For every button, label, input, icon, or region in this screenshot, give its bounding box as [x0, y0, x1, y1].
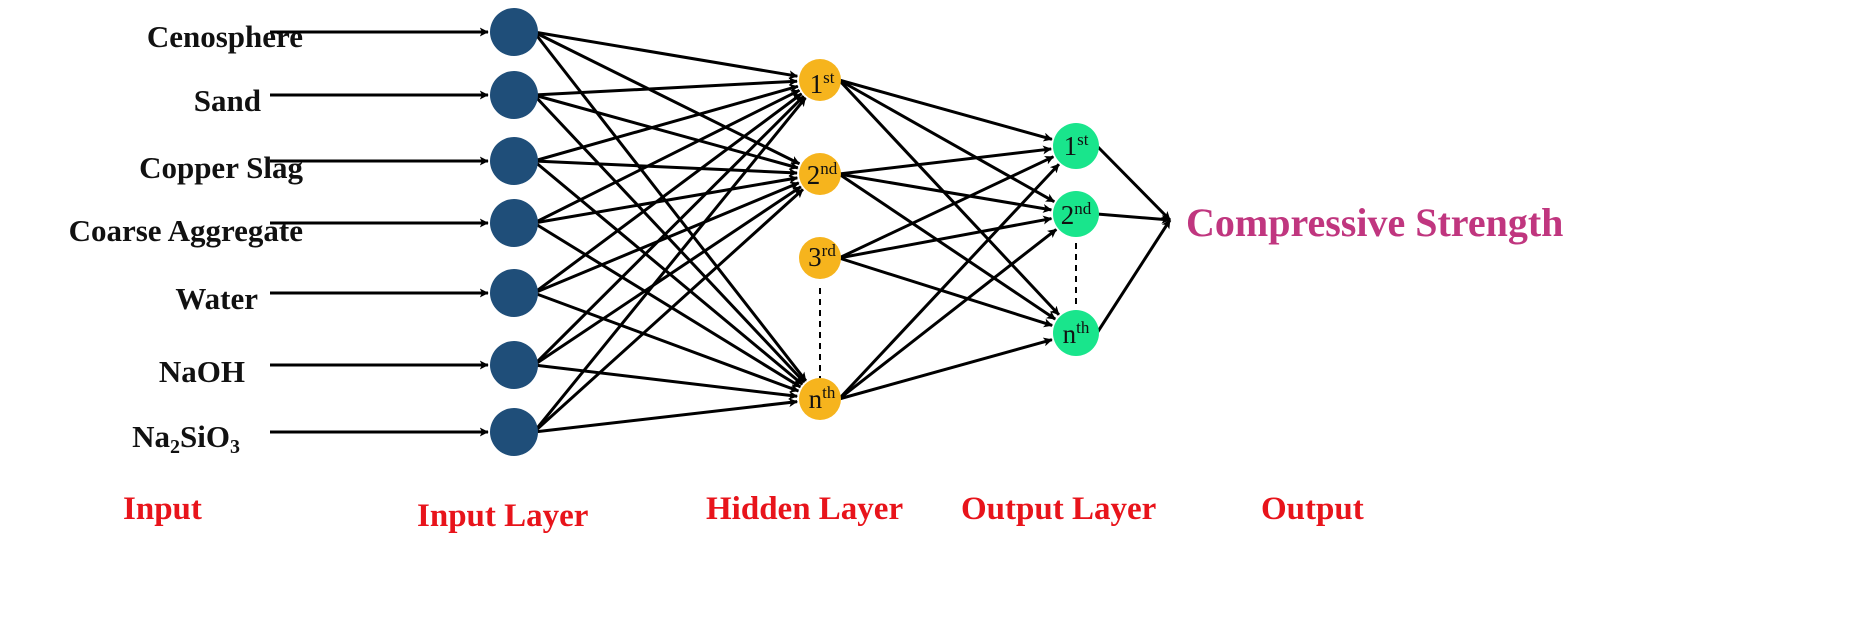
- edge-h4-o2: [838, 228, 1058, 401]
- output-node-label-n: nth: [1062, 318, 1090, 349]
- edges-group: [270, 27, 1172, 437]
- edge-h4-o1: [837, 163, 1061, 401]
- hidden-node-2: [799, 153, 841, 195]
- edge-in6-h2: [533, 185, 802, 367]
- edge-in1-h2: [533, 30, 801, 166]
- caption-hidden-layer: Hidden Layer: [706, 491, 904, 527]
- input-label-naoh: NaOH: [158, 354, 245, 389]
- input-node-4: [490, 199, 538, 247]
- edge-h2-o2: [838, 172, 1053, 213]
- output-node-1: [1053, 123, 1099, 169]
- edge-in4-h1: [533, 88, 801, 225]
- hidden-node-label-1: 1st: [809, 68, 835, 99]
- edge-in2-h2: [533, 93, 799, 171]
- hidden-node-4: [799, 378, 841, 420]
- edge-in5-h1: [533, 92, 803, 295]
- edge-h1-o3: [837, 78, 1061, 316]
- input-label-na2sio3: Na2SiO3: [132, 419, 240, 458]
- edge-in6-h4: [533, 363, 798, 400]
- output-node-label-2: 2nd: [1060, 199, 1092, 230]
- edge-in7-h2: [532, 188, 804, 434]
- hidden-node-1: [799, 59, 841, 101]
- output-node-2: [1053, 191, 1099, 237]
- edge-in4-h4: [533, 221, 802, 389]
- edge-in1-h1: [533, 30, 799, 80]
- edge-h3-o1: [838, 155, 1055, 260]
- edge-o1-out: [1095, 144, 1172, 222]
- edge-h4-o3: [838, 337, 1053, 401]
- edge-in2-h4: [532, 93, 806, 384]
- edge-o3-out: [1095, 219, 1172, 334]
- edge-h2-o3: [838, 172, 1057, 321]
- hidden-node-3: [799, 237, 841, 279]
- caption-input: Input: [123, 491, 202, 527]
- input-node-2: [490, 71, 538, 119]
- edge-in3-h2: [533, 159, 798, 178]
- input-label-water: Water: [175, 281, 258, 316]
- output-label: Compressive Strength: [1186, 200, 1564, 245]
- output-node-label-1: 1st: [1063, 130, 1089, 161]
- hidden-node-label-3: 3rd: [808, 241, 836, 272]
- output-node-3: [1053, 310, 1099, 356]
- input-label-coarse-aggregate: Coarse Aggregate: [68, 213, 303, 248]
- input-label-copper-slag: Copper Slag: [139, 150, 303, 185]
- caption-output-layer: Output Layer: [961, 491, 1157, 527]
- edge-h1-o1: [838, 78, 1053, 142]
- input-label-cenosphere: Cenosphere: [146, 19, 303, 54]
- edge-in4-h2: [533, 174, 799, 225]
- edge-in6-h1: [532, 95, 805, 367]
- edge-h3-o2: [838, 215, 1053, 260]
- input-label-sand: Sand: [193, 83, 261, 118]
- caption-input-layer: Input Layer: [417, 498, 589, 534]
- edge-in3-h4: [533, 159, 804, 386]
- input-node-3: [490, 137, 538, 185]
- hidden-node-label-n: nth: [808, 383, 836, 414]
- input-node-1: [490, 8, 538, 56]
- edge-in1-h4: [532, 31, 808, 382]
- edge-in5-h2: [533, 181, 800, 295]
- edge-in5-h4: [533, 291, 800, 393]
- edge-in7-h4: [533, 398, 798, 434]
- caption-output: Output: [1261, 491, 1364, 527]
- edge-h3-o3: [838, 256, 1053, 328]
- edge-in2-h1: [533, 77, 798, 97]
- input-node-5: [490, 269, 538, 317]
- edge-o2-out: [1096, 212, 1171, 224]
- edge-h1-o2: [838, 78, 1055, 204]
- edge-in3-h1: [533, 84, 799, 163]
- input-node-7: [490, 408, 538, 456]
- edge-in7-h1: [532, 96, 807, 433]
- input-node-6: [490, 341, 538, 389]
- nodes-group: [490, 8, 1099, 456]
- edge-h2-o1: [838, 145, 1052, 176]
- hidden-node-label-2: 2nd: [806, 159, 838, 190]
